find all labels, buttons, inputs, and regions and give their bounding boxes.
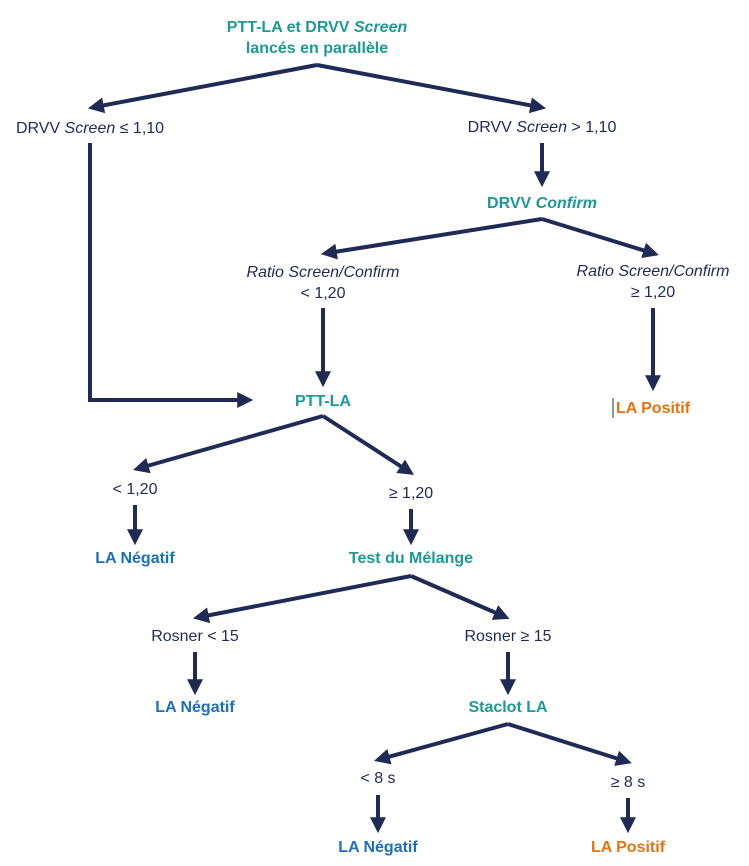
la-negative-1: LA Négatif (95, 550, 175, 567)
arrow-staclot-left (374, 722, 509, 765)
connectors (87, 63, 661, 834)
drvv-confirm-node: DRVV Confirm (487, 195, 597, 212)
rosner-high: Rosner ≥ 15 (464, 628, 551, 645)
arrow-confirm-right (541, 217, 659, 259)
la-positive-1: LA Positif (616, 400, 691, 417)
staclot-node: Staclot LA (468, 699, 548, 716)
ratio-high-line2: ≥ 1,20 (631, 284, 675, 301)
la-positive-2: LA Positif (591, 839, 666, 856)
start-node-line2: lancés en parallèle (246, 40, 388, 57)
ptt-high: ≥ 1,20 (389, 485, 433, 502)
mixing-test-node: Test du Mélange (349, 550, 473, 567)
ratio-low-line1: Ratio Screen/Confirm (247, 264, 400, 281)
ratio-high-line1: Ratio Screen/Confirm (577, 263, 730, 280)
arrow-ptt-left (133, 414, 324, 474)
drvv-screen-high: DRVV Screen > 1,10 (468, 119, 617, 136)
arrow-start-left (87, 63, 318, 114)
arrow-staclot-right (507, 722, 632, 766)
staclot-low: < 8 s (360, 770, 395, 787)
arrow-confirm-left (320, 217, 543, 260)
arrow-start-right (316, 63, 547, 114)
arrow-mix-right (410, 574, 510, 620)
ptt-la-node: PTT-LA (295, 393, 351, 410)
arrow-drvv-low-ptt (88, 143, 254, 408)
la-negative-2: LA Négatif (155, 699, 235, 716)
rosner-low: Rosner < 15 (151, 628, 239, 645)
arrow-ptt-right (321, 414, 415, 475)
staclot-high: ≥ 8 s (611, 774, 646, 791)
drvv-screen-low: DRVV Screen ≤ 1,10 (16, 120, 164, 137)
start-node-line1: PTT-LA et DRVV Screen (227, 19, 408, 36)
ptt-low: < 1,20 (113, 481, 158, 498)
la-negative-3: LA Négatif (338, 839, 418, 856)
arrow-mix-left (192, 574, 412, 624)
ratio-low-line2: < 1,20 (301, 285, 346, 302)
